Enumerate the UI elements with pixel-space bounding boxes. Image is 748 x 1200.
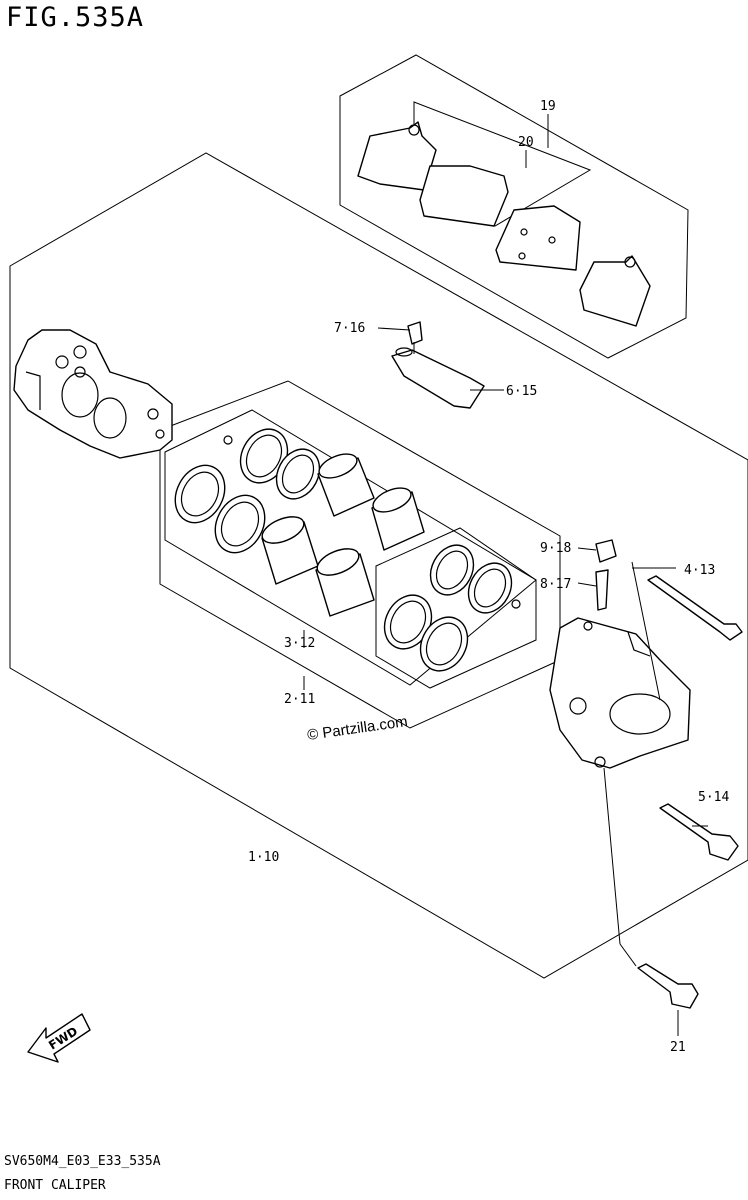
callout-21: 21	[670, 1040, 686, 1055]
forward-arrow-icon: FWD	[27, 1013, 91, 1063]
pistons	[261, 453, 425, 617]
watermark: © Partzilla.com	[306, 713, 408, 744]
caliper-assembly-outline	[9, 152, 748, 979]
seals-upper	[174, 428, 321, 554]
piston-kit-outline	[164, 409, 537, 686]
callout-5-14: 5·14	[698, 790, 729, 805]
callout-3-12: 3·12	[284, 636, 315, 651]
callout-8-17: 8·17	[540, 577, 571, 592]
pad-set-outline	[339, 54, 689, 359]
callout-2-11: 2·11	[284, 692, 315, 707]
caliper-right-half	[549, 617, 691, 769]
leader-lines	[303, 114, 708, 1036]
callout-7-16: 7·16	[334, 321, 365, 336]
pad-spring-and-pin	[391, 321, 485, 409]
brake-pads	[357, 121, 651, 327]
bleeder-parts	[595, 539, 617, 611]
callout-20: 20	[518, 135, 534, 150]
caliper-left-half	[13, 329, 173, 459]
seals-lower	[375, 527, 537, 689]
diagram-code: SV650M4_E03_E33_535A	[4, 1154, 161, 1169]
callout-1-10: 1·10	[248, 850, 279, 865]
callout-19: 19	[540, 99, 556, 114]
callout-6-15: 6·15	[506, 384, 537, 399]
callout-9-18: 9·18	[540, 541, 571, 556]
callout-4-13: 4·13	[684, 563, 715, 578]
mounting-bolt-lower	[637, 963, 699, 1009]
mounting-bolt-upper	[659, 803, 739, 861]
slide-pin	[647, 575, 743, 641]
figure-title: FIG.535A	[6, 2, 145, 33]
diagram-name: FRONT CALIPER	[4, 1178, 106, 1193]
